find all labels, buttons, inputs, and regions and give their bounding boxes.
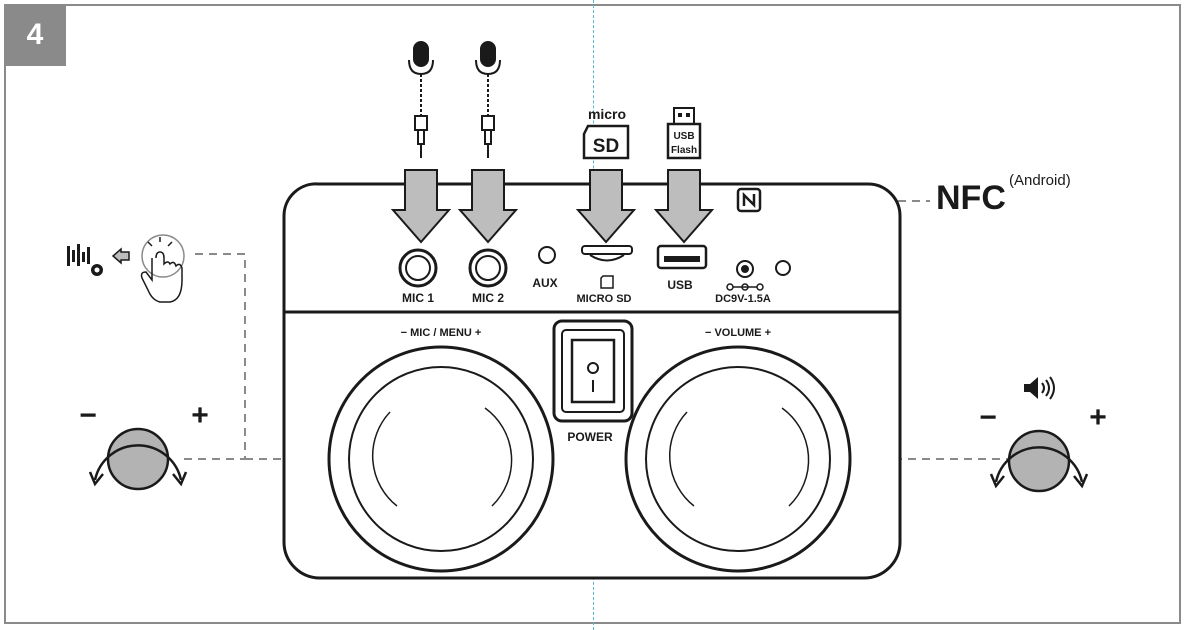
volume-knob-label: − VOLUME + xyxy=(705,327,771,339)
left-plus-sign: + xyxy=(191,399,209,432)
mic2-jack[interactable] xyxy=(468,248,508,288)
equalizer-settings-icon xyxy=(67,244,103,276)
usb-port-label: USB xyxy=(667,278,693,292)
dc-power-jack[interactable] xyxy=(736,260,754,278)
power-label: POWER xyxy=(567,430,613,444)
volume-knob[interactable] xyxy=(624,345,852,573)
nfc-label: NFC xyxy=(936,179,1006,217)
aux-port-label: AUX xyxy=(532,276,557,290)
usb-flash-drive-icon: USB Flash xyxy=(666,107,702,160)
dc-port-label: DC9V-1.5A xyxy=(715,293,771,305)
microphone-icon xyxy=(475,41,501,158)
indicator-led xyxy=(775,260,791,276)
mic-menu-knob-label: − MIC / MENU + xyxy=(401,327,482,339)
mic2-port-label: MIC 2 xyxy=(472,291,504,305)
diagram-frame xyxy=(4,4,1181,624)
sd-label: SD xyxy=(593,136,619,157)
usb-flash-line2: Flash xyxy=(671,145,697,156)
micro-label: micro xyxy=(588,106,626,122)
usb-port[interactable] xyxy=(656,244,708,270)
left-minus-sign: − xyxy=(79,399,97,432)
sd-card-small-icon xyxy=(600,275,614,289)
right-minus-sign: − xyxy=(979,401,997,434)
tap-hand-icon xyxy=(140,234,185,303)
aux-jack[interactable] xyxy=(538,246,556,264)
mic-menu-knob[interactable] xyxy=(327,345,555,573)
nfc-android-note: (Android) xyxy=(1009,172,1071,189)
micro-sd-port-label: MICRO SD xyxy=(577,293,632,305)
right-plus-sign: + xyxy=(1089,401,1107,434)
left-rotary-knob[interactable] xyxy=(88,427,188,491)
microphone-icon xyxy=(408,41,434,158)
micro-sd-card-icon: micro SD xyxy=(582,106,630,160)
step-number-badge: 4 xyxy=(4,4,66,66)
mic1-port-label: MIC 1 xyxy=(402,291,434,305)
right-rotary-knob[interactable] xyxy=(989,429,1089,493)
menu-arrow-icon xyxy=(111,247,130,265)
usb-flash-line1: USB xyxy=(673,131,694,142)
nfc-icon xyxy=(736,187,762,213)
speaker-volume-icon xyxy=(1024,376,1055,400)
micro-sd-slot[interactable] xyxy=(581,245,633,262)
dc-polarity-icon xyxy=(726,283,764,291)
power-switch[interactable] xyxy=(552,319,634,423)
mic1-jack[interactable] xyxy=(398,248,438,288)
